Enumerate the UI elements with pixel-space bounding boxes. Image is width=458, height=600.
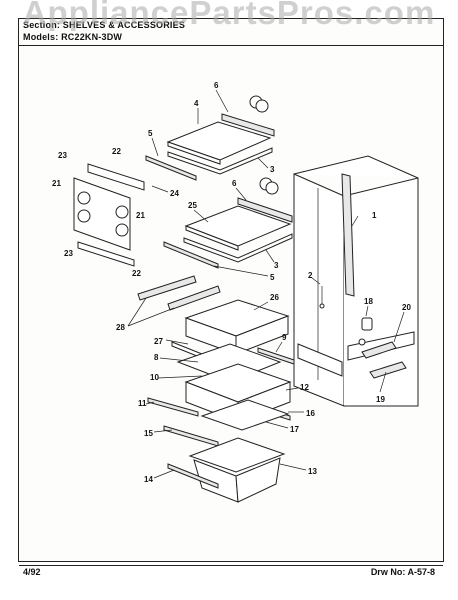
- callout-24: 24: [170, 189, 179, 198]
- part-26-pan: [184, 299, 290, 355]
- callout-3-mid: 3: [274, 261, 279, 270]
- callout-12: 12: [300, 383, 309, 392]
- part-14-rail: [167, 463, 219, 489]
- part-6-caps-mid: [259, 177, 279, 195]
- callout-5-top: 5: [148, 129, 153, 138]
- callout-6-top: 6: [214, 81, 219, 90]
- part-5-rail-top: [145, 155, 197, 181]
- drawing-number: Drw No: A-57-8: [370, 567, 435, 577]
- callout-15: 15: [144, 429, 153, 438]
- part-9-rail: [257, 347, 295, 365]
- part-20-support: [361, 341, 397, 359]
- part-5-rail-mid: [163, 241, 219, 269]
- section-title: Section: SHELVES & ACCESSORIES: [23, 20, 186, 30]
- part-13-bin: [188, 437, 286, 503]
- part-6-caps-top: [249, 95, 269, 113]
- callout-2: 2: [308, 271, 313, 280]
- part-17-tray: [200, 399, 290, 431]
- part-25-shelf-mid: [183, 205, 293, 263]
- revision-date: 4/92: [23, 567, 41, 577]
- callout-5-mid: 5: [270, 273, 275, 282]
- callout-3-top: 3: [270, 165, 275, 174]
- callout-19: 19: [376, 395, 385, 404]
- callout-18: 18: [364, 297, 373, 306]
- part-19-support: [369, 361, 407, 379]
- part-6-rail-top: [221, 113, 275, 137]
- callout-13: 13: [308, 467, 317, 476]
- callout-25: 25: [188, 201, 197, 210]
- callout-28: 28: [116, 323, 125, 332]
- callout-27: 27: [154, 337, 163, 346]
- callout-9: 9: [282, 333, 287, 342]
- callout-22-top: 22: [112, 147, 121, 156]
- callout-23-top: 23: [58, 151, 67, 160]
- callout-11: 11: [138, 399, 147, 408]
- part-1-door-rail: [341, 173, 355, 297]
- part-12-crisper: [184, 363, 292, 423]
- part-2-screw: [319, 286, 325, 309]
- callout-21-right: 21: [136, 211, 145, 220]
- callout-10: 10: [150, 373, 159, 382]
- leader-lines: [127, 89, 405, 479]
- callout-22-bottom: 22: [132, 269, 141, 278]
- models-title: Models: RC22KN-3DW: [23, 32, 123, 42]
- callout-20: 20: [402, 303, 411, 312]
- title-block: Section: SHELVES & ACCESSORIES Models: R…: [19, 19, 443, 46]
- part-4-shelf-top: [166, 121, 273, 175]
- part-23-rail-lower: [77, 241, 135, 267]
- part-15-rail: [163, 425, 219, 447]
- callout-17: 17: [290, 425, 299, 434]
- part-11-rail: [147, 397, 199, 417]
- callout-23-bottom: 23: [64, 249, 73, 258]
- part-6-rail-mid: [237, 197, 293, 223]
- callout-4: 4: [194, 99, 199, 108]
- part-21-bracket-frame: [73, 177, 131, 251]
- part-18-cam: [358, 317, 373, 346]
- callout-16: 16: [306, 409, 315, 418]
- part-28-rails: [137, 275, 221, 311]
- callout-26: 26: [270, 293, 279, 302]
- footer-block: 4/92 Drw No: A-57-8: [19, 565, 443, 580]
- callout-14: 14: [144, 475, 153, 484]
- part-22-bracket: [87, 163, 145, 191]
- callout-8: 8: [154, 353, 159, 362]
- callout-1: 1: [372, 211, 377, 220]
- callout-labels: 1 2 3 3 4 5 5 6 6 8 9 10 11 12 13 14 15 …: [52, 81, 411, 484]
- exploded-parts-diagram: 1 2 3 3 4 5 5 6 6 8 9 10 11 12 13 14 15 …: [52, 81, 419, 503]
- part-24-screw: [151, 185, 169, 193]
- callout-21-left: 21: [52, 179, 61, 188]
- callout-6-mid: 6: [232, 179, 237, 188]
- cabinet-outline: [293, 155, 419, 407]
